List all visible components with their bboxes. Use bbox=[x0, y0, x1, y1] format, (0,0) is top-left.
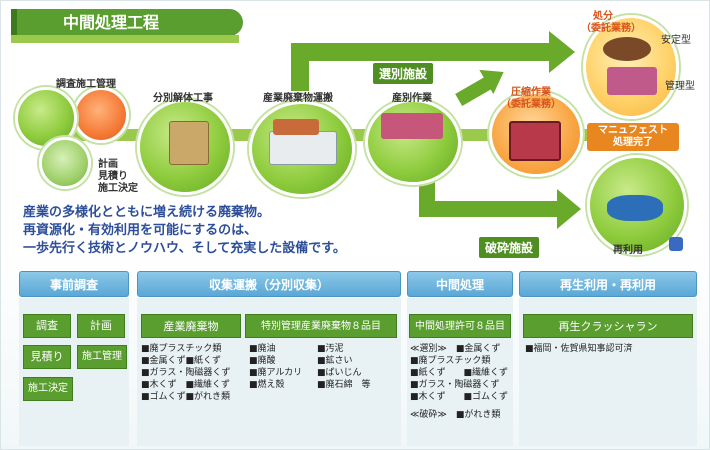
pre-survey-header: 事前調査 bbox=[19, 271, 129, 297]
compress-sub: （委託業務） bbox=[501, 99, 561, 110]
title-underline bbox=[11, 35, 239, 43]
list-item: ■鉱さい bbox=[317, 356, 353, 366]
list-item: ■ばいじん bbox=[317, 368, 362, 378]
survey-sub-plan: 計画 bbox=[98, 159, 118, 170]
tagline-line-3: 一歩先行く技術とノウハウ、そして充実した設備です。 bbox=[23, 241, 346, 256]
page-title: 中間処理工程 bbox=[11, 9, 243, 36]
to-recycle-arrow bbox=[557, 189, 581, 229]
disposal-label: 処分 bbox=[593, 11, 613, 22]
list-item: ■燃え殻 bbox=[249, 380, 285, 390]
sorting-label: 産別作業 bbox=[392, 93, 432, 104]
permit-note: ■福岡・佐賀県知事認可済 bbox=[525, 344, 633, 354]
pre-survey-item-decision: 施工決定 bbox=[23, 377, 73, 401]
crush-branch-horizontal bbox=[419, 201, 559, 217]
tagline-line-2: 再資源化・有効利用を可能にするのは、 bbox=[23, 223, 258, 238]
list-item: ■金属くず■紙くず bbox=[141, 356, 222, 366]
industrial-waste-header: 産業廃棄物 bbox=[141, 314, 241, 338]
survey-bubble-orange bbox=[73, 87, 129, 143]
recycle-label: 再利用 bbox=[613, 245, 643, 256]
pre-survey-item-management: 施工管理 bbox=[77, 345, 127, 369]
intermediate-header: 中間処理 bbox=[407, 271, 513, 297]
sorting-bubble bbox=[365, 99, 461, 185]
recycle-mark-icon bbox=[669, 237, 683, 251]
tagline: 産業の多様化とともに増え続ける廃棄物。 再資源化・有効利用を可能にするのは、 一… bbox=[23, 204, 483, 258]
compressed-block-icon bbox=[509, 121, 561, 161]
to-disposal-arrow bbox=[549, 31, 575, 73]
recycled-crusher-run-header: 再生クラッシャラン bbox=[523, 314, 693, 338]
industrial-waste-list: ■廃プラスチック類 ■金属くず■紙くず ■ガラス・陶磁器くず ■木くず ■繊維く… bbox=[141, 343, 230, 403]
sorting-bypass-horizontal bbox=[291, 43, 549, 61]
list-item: ■廃石綿 等 bbox=[317, 380, 371, 390]
manifest-sub: 処理完了 bbox=[613, 137, 653, 148]
demolition-label: 分別解体工事 bbox=[153, 93, 213, 104]
disposal-site-icon bbox=[603, 37, 651, 61]
crushing-facility-tag: 破砕施設 bbox=[479, 237, 540, 258]
survey-sub-decision: 施工決定 bbox=[98, 183, 138, 194]
recycle-materials-icon bbox=[607, 195, 663, 221]
list-item: ■廃プラスチック類 bbox=[141, 344, 222, 354]
intermediate-permit-header: 中間処理許可８品目 bbox=[409, 314, 511, 338]
list-item: ■汚泥 bbox=[317, 344, 344, 354]
list-item: ■紙くず ■繊維くず bbox=[410, 368, 509, 378]
list-item: ■ゴムくず■がれき類 bbox=[141, 392, 231, 402]
list-item: ■木くず ■繊維くず bbox=[141, 380, 231, 390]
pre-survey-item-estimate: 見積り bbox=[23, 345, 71, 369]
pre-survey-item-survey: 調査 bbox=[23, 314, 71, 338]
survey-label: 調査施工管理 bbox=[56, 79, 116, 90]
list-item: ■廃酸 bbox=[249, 356, 276, 366]
disposal-sub: （委託業務） bbox=[581, 23, 641, 34]
sorting-facility-tag: 選別施設 bbox=[373, 63, 434, 84]
list-item: ≪破砕≫ ■がれき類 bbox=[410, 410, 501, 420]
tagline-line-1: 産業の多様化とともに増え続ける廃棄物。 bbox=[23, 205, 271, 220]
recycle-note: ■福岡・佐賀県知事認可済 bbox=[525, 343, 633, 355]
truck-icon bbox=[269, 131, 337, 165]
stable-type-label: 安定型 bbox=[661, 35, 691, 46]
list-item: ■ガラス・陶磁器くず bbox=[141, 368, 231, 378]
intermediate-list: ≪選別≫ ■金属くず ■廃プラスチック類 ■紙くず ■繊維くず ■ガラス・陶磁器… bbox=[410, 343, 508, 421]
list-item: ■木くず ■ゴムくず bbox=[410, 392, 509, 402]
managed-type-label: 管理型 bbox=[665, 81, 695, 92]
compress-label: 圧縮作業 bbox=[511, 87, 551, 98]
list-item: ■廃プラスチック類 bbox=[410, 356, 491, 366]
list-item: ■廃油 bbox=[249, 344, 276, 354]
recycle-header: 再生利用・再利用 bbox=[519, 271, 697, 297]
collection-header: 収集運搬（分別収集） bbox=[137, 271, 401, 297]
list-item: ≪選別≫ ■金属くず bbox=[410, 344, 501, 354]
survey-bubble-blue bbox=[39, 137, 91, 189]
waste-load-icon bbox=[273, 119, 319, 135]
sorting-bins-icon bbox=[381, 113, 443, 139]
pre-survey-item-plan: 計画 bbox=[77, 314, 125, 338]
building-icon bbox=[169, 121, 209, 165]
manifest-complete-badge: マニュフェスト 処理完了 bbox=[587, 123, 679, 151]
list-item: ■廃アルカリ bbox=[249, 368, 303, 378]
special-waste-header: 特別管理産業廃棄物８品目 bbox=[245, 314, 397, 338]
transport-label: 産業廃棄物運搬 bbox=[263, 93, 333, 104]
special-waste-list-b: ■汚泥 ■鉱さい ■ばいじん ■廃石綿 等 bbox=[317, 343, 371, 391]
survey-sub-estimate: 見積り bbox=[98, 171, 128, 182]
list-item: ■ガラス・陶磁器くず bbox=[410, 380, 500, 390]
disposal-waste-icon bbox=[607, 67, 657, 95]
special-waste-list-a: ■廃油 ■廃酸 ■廃アルカリ ■燃え殻 bbox=[249, 343, 302, 391]
manifest-label: マニュフェスト bbox=[598, 125, 668, 136]
